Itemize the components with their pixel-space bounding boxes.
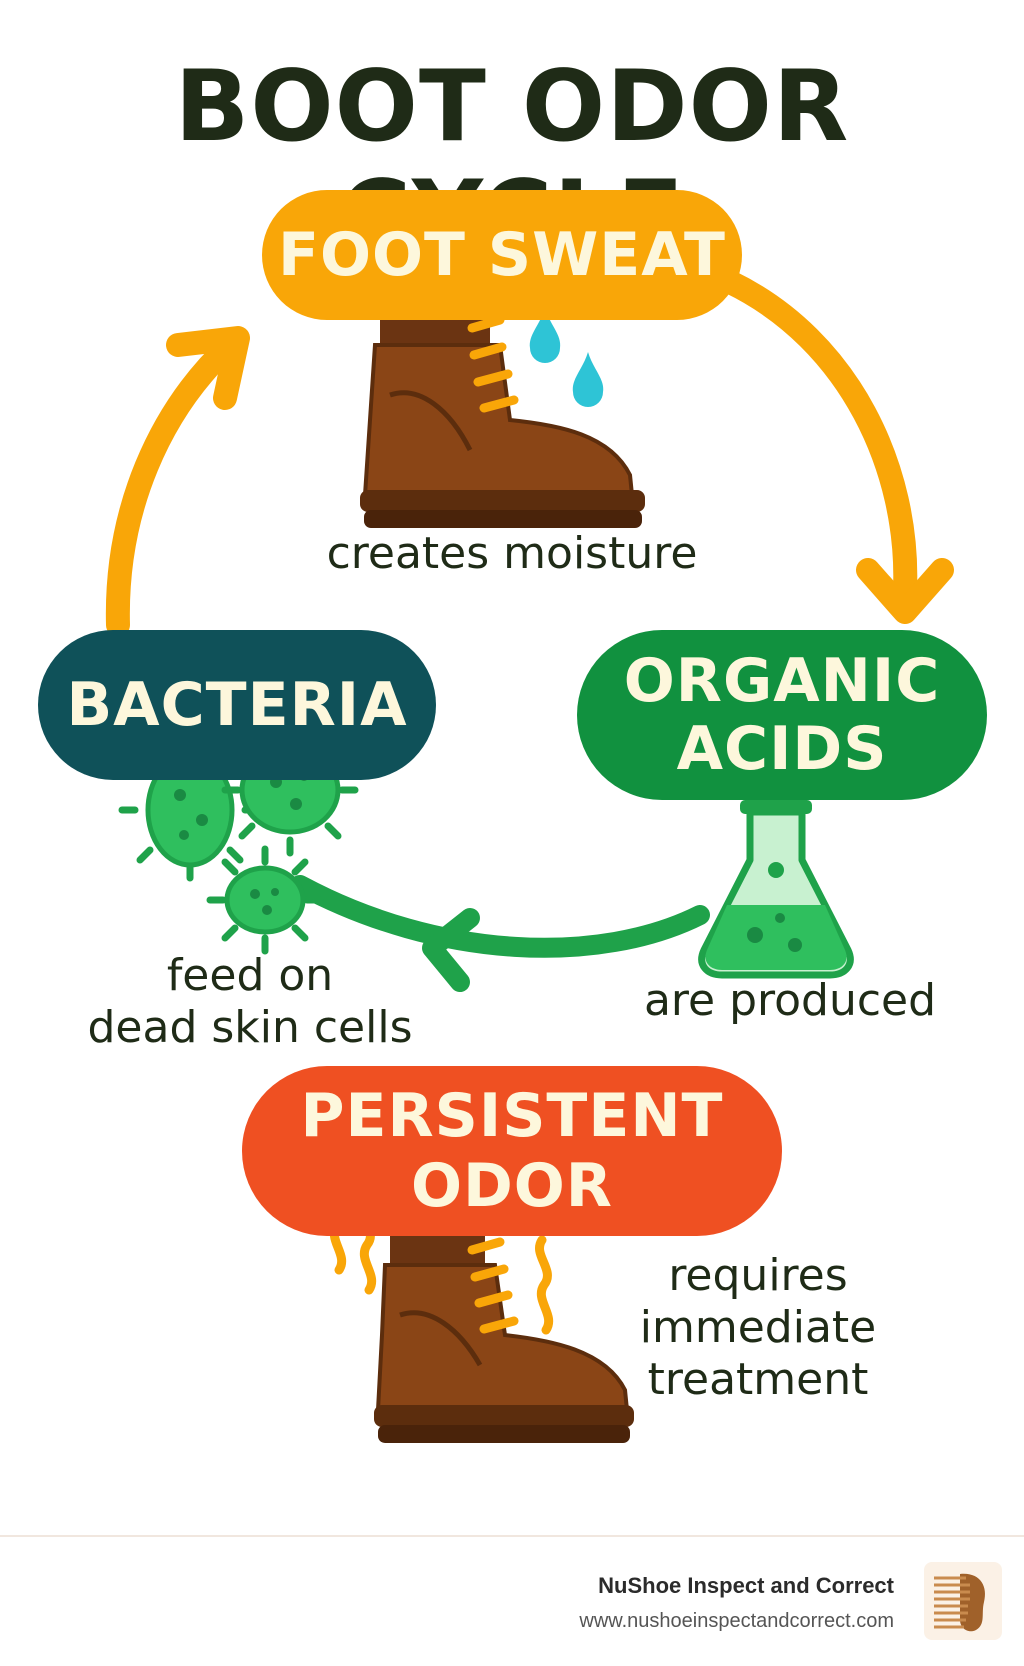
boot-icon — [374, 1225, 634, 1443]
stage-label: FOOT SWEAT — [278, 220, 726, 290]
footer-divider — [0, 1535, 1024, 1537]
arrowhead-acids-to-bacteria — [422, 908, 480, 992]
stage-caption-acids: are produced — [643, 975, 937, 1026]
stage-caption-odor: requires immediate treatment — [628, 1250, 888, 1406]
stage-bacteria: BACTERIA — [38, 630, 436, 780]
water-drop-icon — [529, 308, 561, 363]
boot-icon — [360, 300, 645, 528]
arrow-bacteria-to-sweat — [105, 333, 242, 637]
arrow-acids-to-bacteria — [290, 875, 710, 958]
water-drop-icon — [572, 352, 604, 407]
flask-icon — [698, 800, 854, 979]
stage-caption-sweat: creates moisture — [326, 528, 698, 579]
arrowhead-bacteria-to-sweat — [166, 326, 250, 410]
stage-label-line: PERSISTENT — [300, 1081, 724, 1151]
stage-caption-bacteria: feed on dead skin cells — [60, 950, 440, 1054]
arrow-sweat-to-acids — [718, 270, 918, 602]
stage-label-line: ACIDS — [676, 714, 888, 784]
caption-line: feed on — [166, 950, 334, 1001]
brand-logo-icon — [924, 1562, 1002, 1640]
caption-line: immediate — [639, 1302, 877, 1353]
brand-url[interactable]: www.nushoeinspectandcorrect.com — [579, 1610, 894, 1632]
caption-line: requires — [668, 1250, 848, 1301]
arrowhead-sweat-to-acids — [856, 558, 954, 624]
stage-label: BACTERIA — [66, 670, 408, 740]
brand-name: NuShoe Inspect and Correct — [598, 1573, 894, 1598]
stage-label-line: ORGANIC — [623, 646, 941, 716]
stage-persistent-odor: PERSISTENT ODOR — [242, 1066, 782, 1236]
stage-organic-acids: ORGANIC ACIDS — [577, 630, 987, 800]
caption-line: treatment — [647, 1354, 869, 1405]
stage-label-line: ODOR — [410, 1151, 614, 1221]
caption-line: dead skin cells — [87, 1002, 413, 1053]
stage-foot-sweat: FOOT SWEAT — [262, 190, 742, 320]
